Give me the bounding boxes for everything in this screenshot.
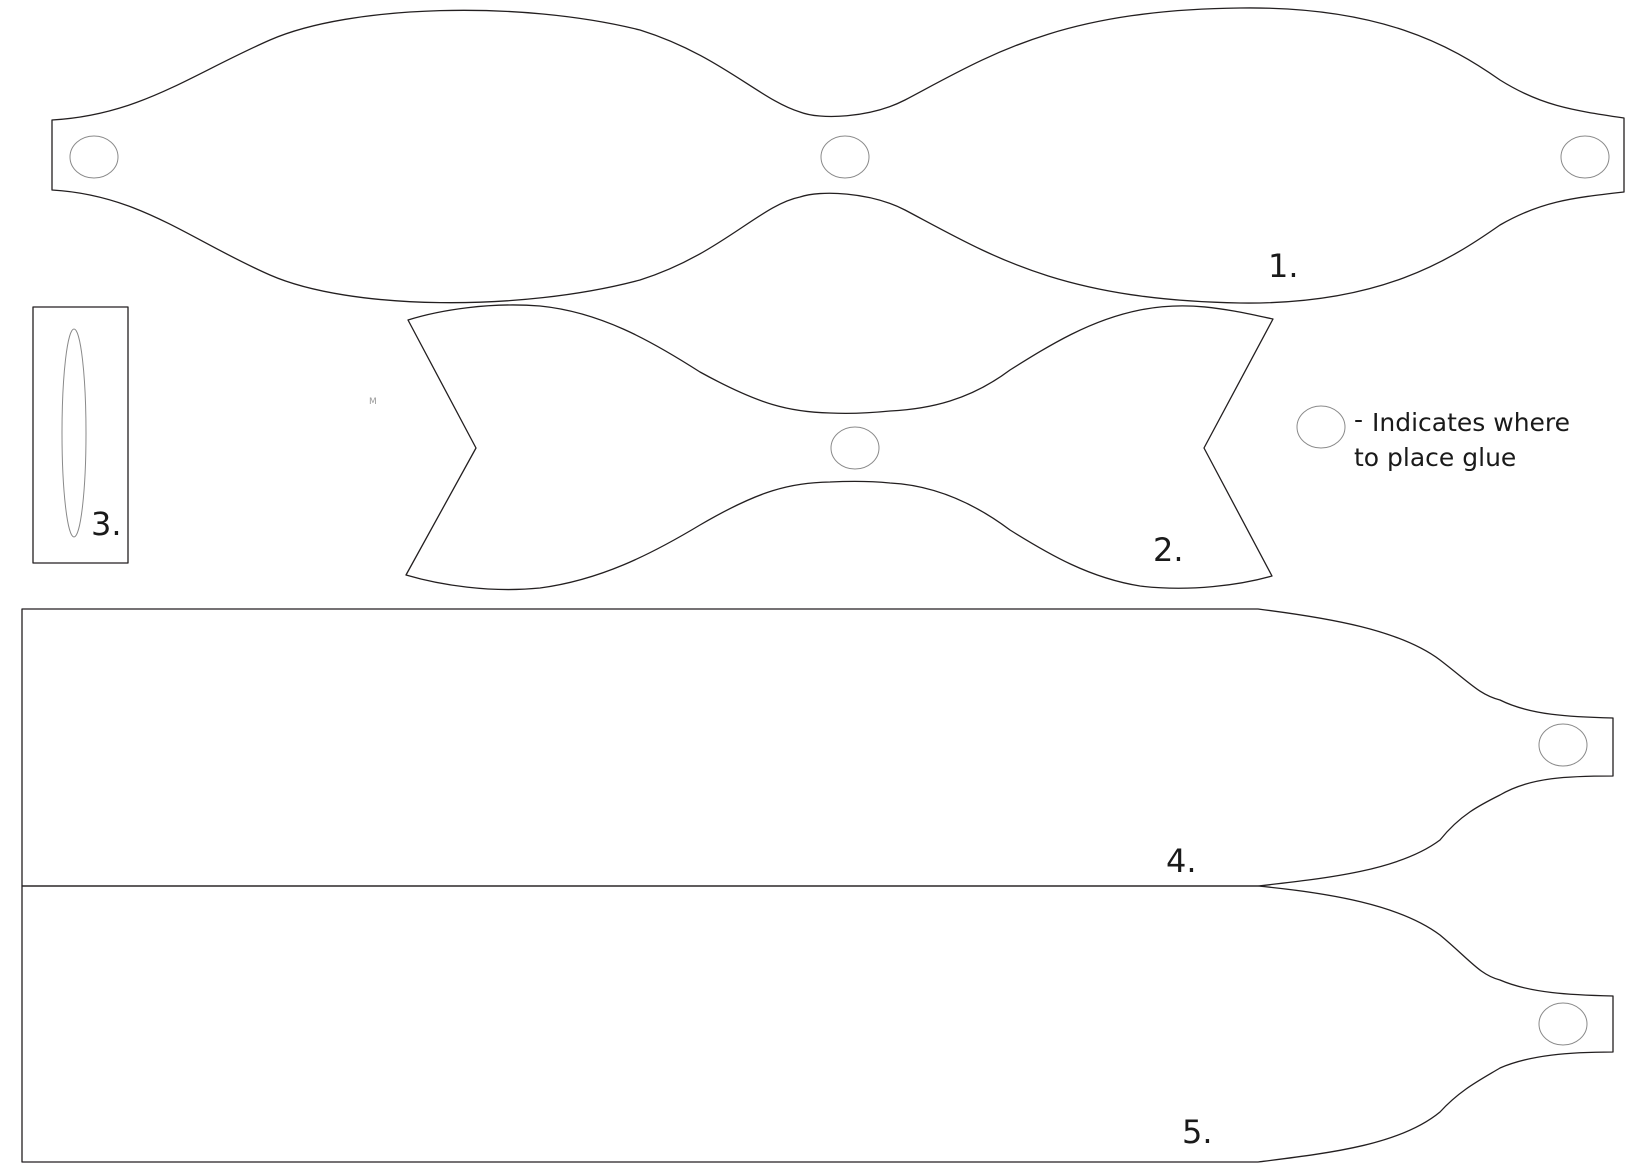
- glue-legend: - Indicates where to place glue: [1296, 405, 1570, 472]
- glue-marker-piece-4: [1538, 723, 1588, 767]
- legend-dash: -: [1354, 405, 1363, 434]
- legend-line-2: to place glue: [1354, 443, 1516, 472]
- bow-piece-3: 3.: [32, 306, 129, 564]
- piece-4-number: 4.: [1166, 842, 1197, 880]
- glue-legend-icon: [1296, 405, 1346, 449]
- bow-piece-5: 5.: [21, 885, 1614, 1163]
- glue-marker-piece-1-center: [820, 135, 870, 179]
- piece-1-number: 1.: [1268, 247, 1299, 285]
- glue-marker-piece-5: [1538, 1002, 1588, 1046]
- legend-line-1: Indicates where: [1372, 408, 1570, 437]
- glue-marker-piece-3: [61, 328, 87, 538]
- bow-piece-1-outline: [51, 7, 1625, 304]
- piece-2-number: 2.: [1153, 531, 1184, 569]
- glue-marker-piece-1-left: [69, 135, 119, 179]
- glue-marker-piece-2-center: [830, 426, 880, 470]
- bow-piece-2: 2.: [405, 304, 1274, 591]
- glue-marker-piece-1-right: [1560, 135, 1610, 179]
- bow-piece-4: 4.: [21, 608, 1614, 887]
- piece-3-number: 3.: [91, 505, 122, 543]
- bow-piece-5-outline: [21, 885, 1614, 1163]
- bow-piece-3-outline: [32, 306, 129, 564]
- bow-piece-1: 1.: [51, 7, 1625, 304]
- bow-piece-4-outline: [21, 608, 1614, 887]
- bow-piece-2-outline: [405, 304, 1274, 591]
- piece-5-number: 5.: [1182, 1113, 1213, 1151]
- stray-mark: M: [369, 397, 377, 407]
